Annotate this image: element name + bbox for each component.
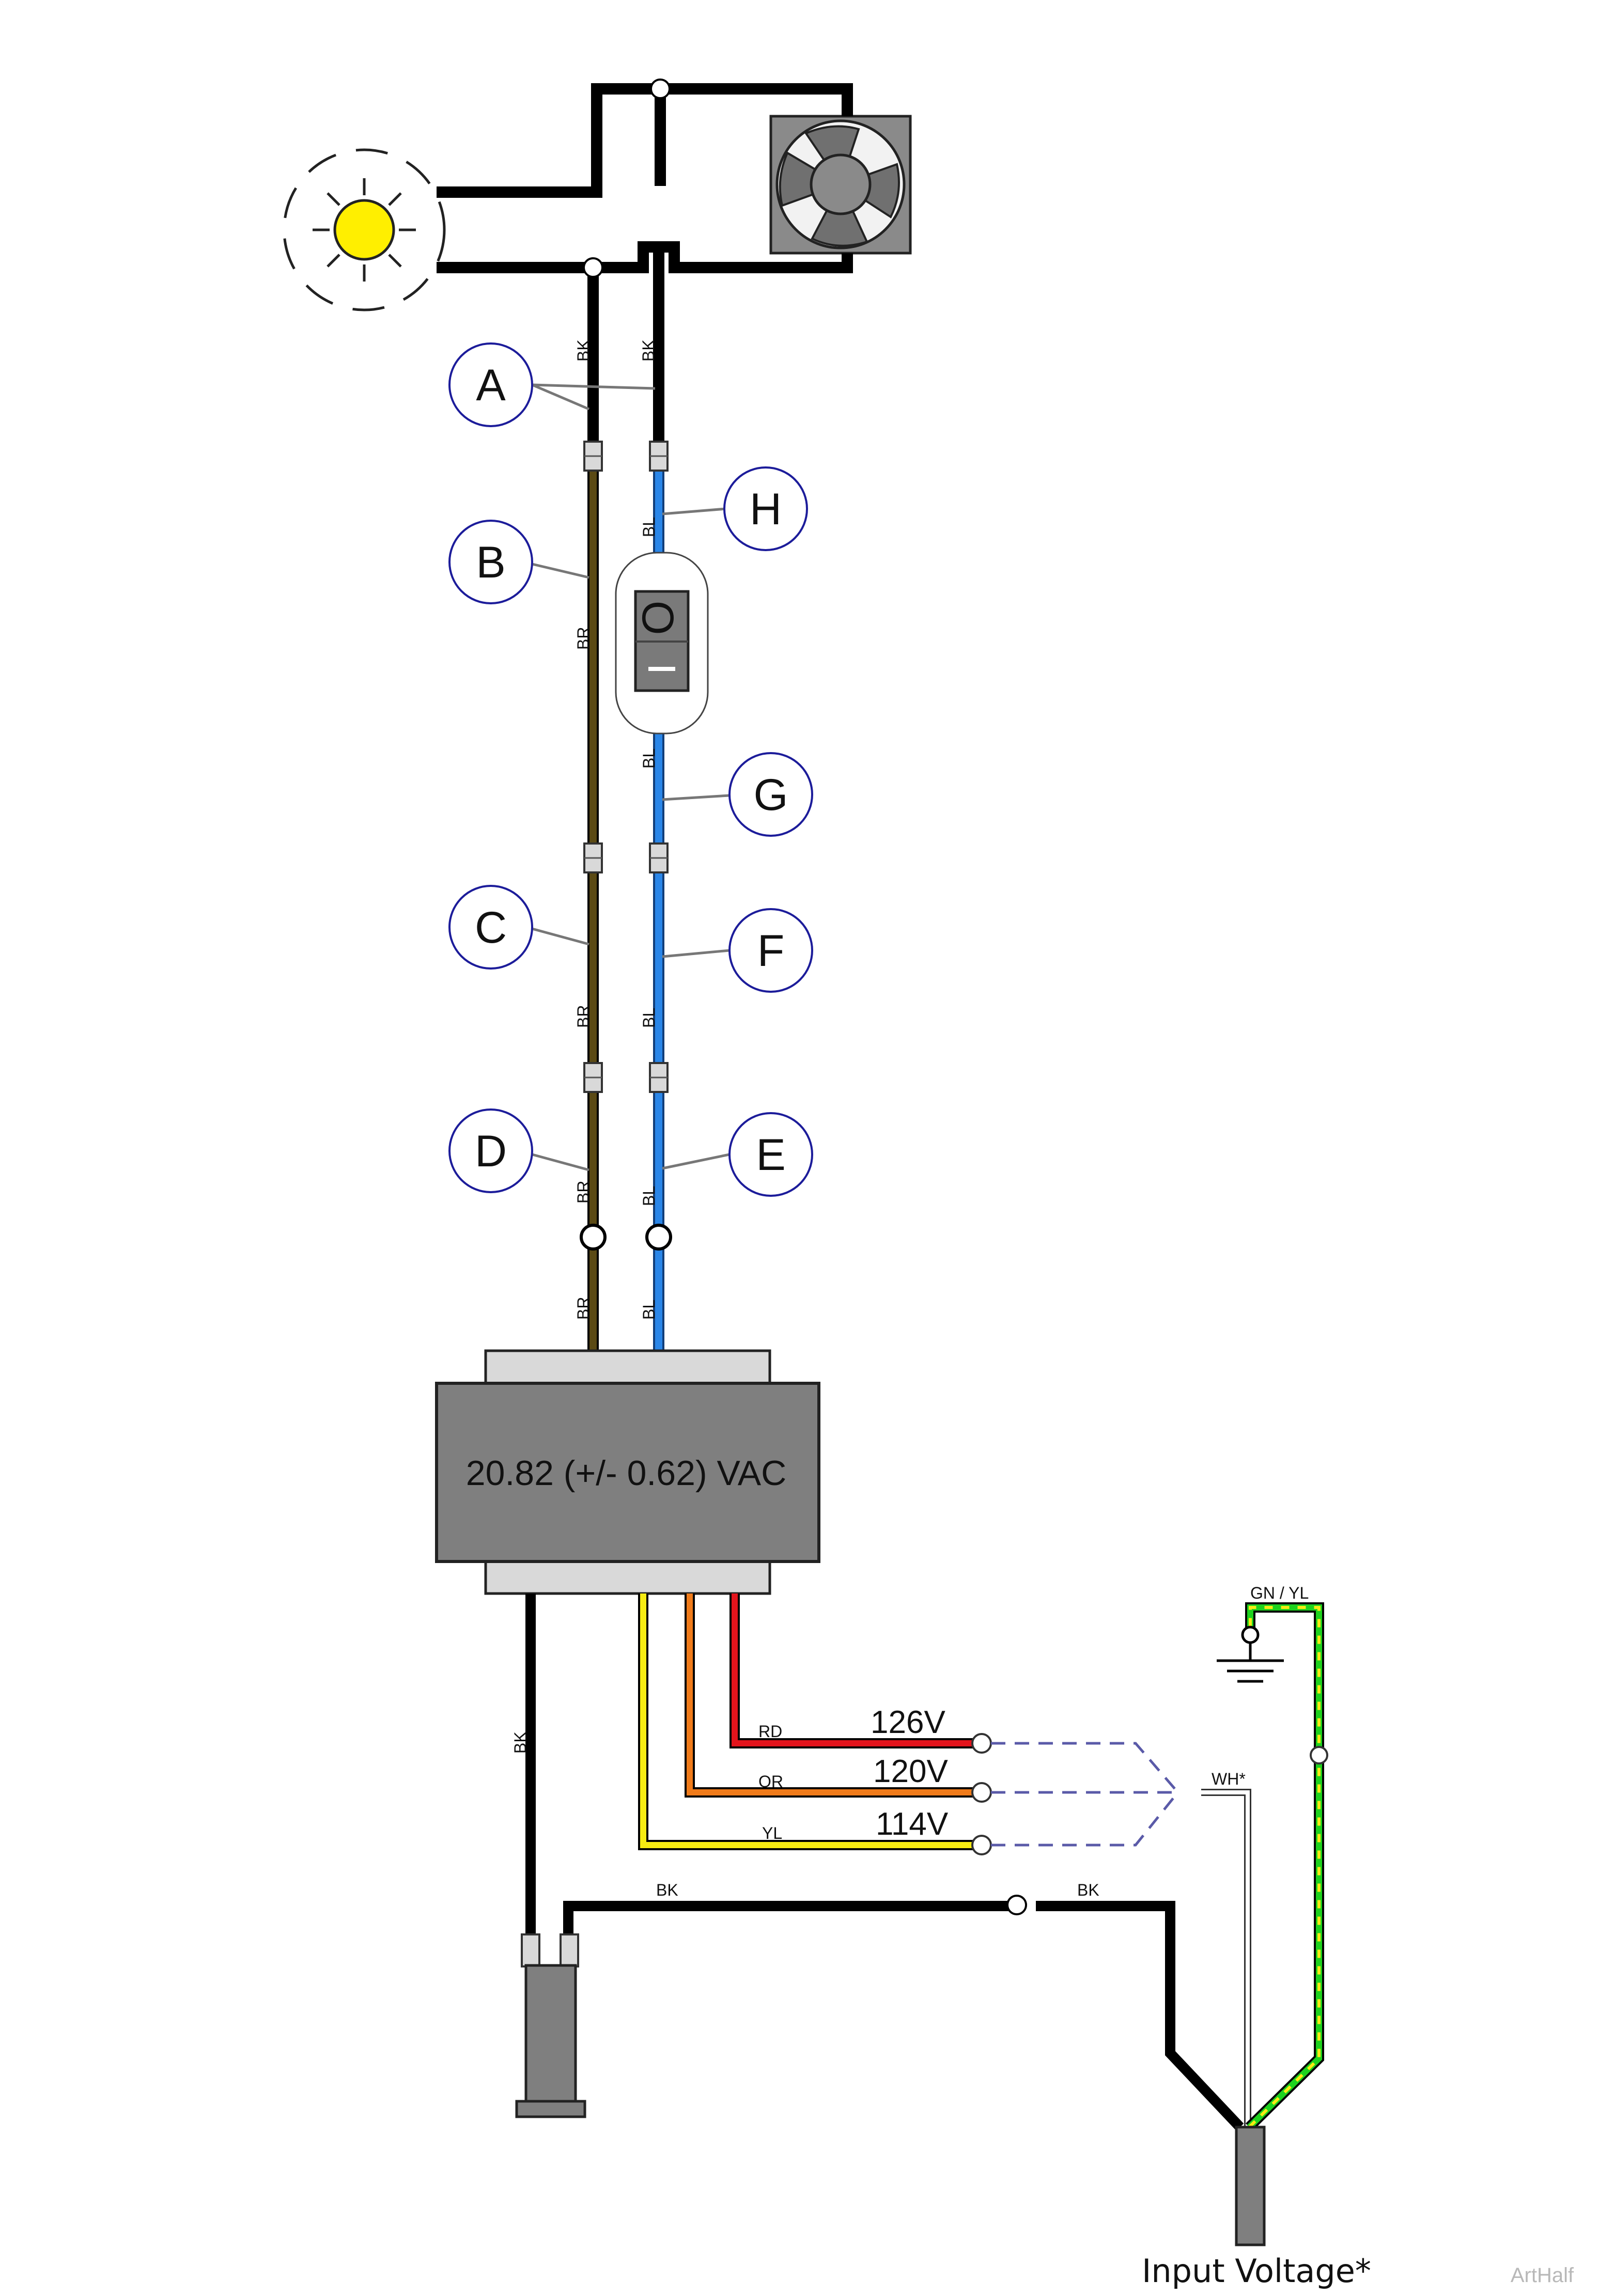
ground-icon	[1217, 1626, 1284, 1683]
junction-node	[583, 257, 603, 278]
tap-voltage-high: 126V	[871, 1705, 945, 1740]
tap-terminal	[971, 1733, 992, 1754]
wire-label-bl: BL	[640, 517, 658, 537]
wire-label-bl: BL	[640, 1300, 658, 1320]
input-voltage-caption: Input Voltage*	[1142, 2252, 1371, 2290]
tap-label-yl: YL	[762, 1824, 782, 1842]
power-plug-icon	[1235, 2126, 1266, 2246]
test-point	[645, 1224, 672, 1251]
junction-node	[1310, 1746, 1328, 1764]
svg-text:C: C	[475, 903, 507, 952]
junction-node	[650, 79, 671, 99]
wire-label-br: BR	[574, 1005, 593, 1028]
wire-label-bk: BK	[511, 1731, 530, 1754]
tap-terminal	[971, 1782, 992, 1803]
wire-label-bk: BK	[639, 339, 658, 362]
fuse-holder-icon	[515, 1933, 586, 2118]
test-point	[580, 1224, 607, 1251]
neutral-wire	[1201, 1789, 1251, 2127]
wire-label-bl: BL	[640, 1186, 658, 1206]
art-credit: ArtHalf	[1511, 2264, 1574, 2287]
wire-label-bl: BL	[640, 1008, 658, 1028]
wire-label-bk: BK	[656, 1881, 678, 1899]
black-output-wire	[525, 1594, 1244, 2131]
wire-label-bk: BK	[574, 339, 593, 362]
tap-voltage-low: 114V	[876, 1806, 949, 1842]
wire-label-gnyl: GN / YL	[1250, 1584, 1309, 1602]
callout-b: B	[448, 520, 533, 604]
junction-node	[1006, 1895, 1027, 1915]
transformer-rating: 20.82 (+/- 0.62) VAC	[466, 1454, 787, 1493]
switch-off-symbol: O	[633, 601, 683, 635]
ground-wire	[1245, 1602, 1324, 2131]
svg-text:A: A	[476, 361, 506, 410]
callout-g: G	[728, 752, 813, 837]
tap-label-rd: RD	[758, 1722, 782, 1741]
tap-voltage-mid: 120V	[873, 1754, 948, 1789]
svg-text:H: H	[750, 485, 782, 534]
transformer: 20.82 (+/- 0.62) VAC	[435, 1349, 820, 1595]
svg-text:D: D	[475, 1127, 507, 1176]
svg-text:G: G	[754, 770, 788, 820]
lamp-icon	[283, 148, 446, 311]
callout-a: A	[448, 342, 533, 427]
wire-label-wh: WH*	[1212, 1770, 1246, 1788]
tap-label-or: OR	[758, 1772, 783, 1791]
callout-c: C	[448, 885, 533, 970]
rocker-switch-icon: O	[615, 552, 709, 735]
svg-text:F: F	[757, 926, 785, 976]
wire-label-br: BR	[574, 1297, 593, 1320]
wire-label-bk: BK	[1077, 1881, 1099, 1899]
wire-label-br: BR	[574, 1181, 593, 1204]
callout-h: H	[723, 466, 808, 551]
svg-text:B: B	[476, 538, 505, 587]
callout-d: D	[448, 1108, 533, 1193]
callout-f: F	[728, 908, 813, 993]
wire-label-bl: BL	[640, 748, 658, 769]
callout-e: E	[728, 1112, 813, 1197]
tap-selection-dashed	[991, 1742, 1179, 1847]
wire-label-br: BR	[574, 627, 593, 650]
fan-icon	[769, 115, 912, 255]
tap-wires	[638, 1594, 982, 1850]
svg-text:E: E	[756, 1130, 785, 1180]
tap-terminal	[971, 1835, 992, 1855]
